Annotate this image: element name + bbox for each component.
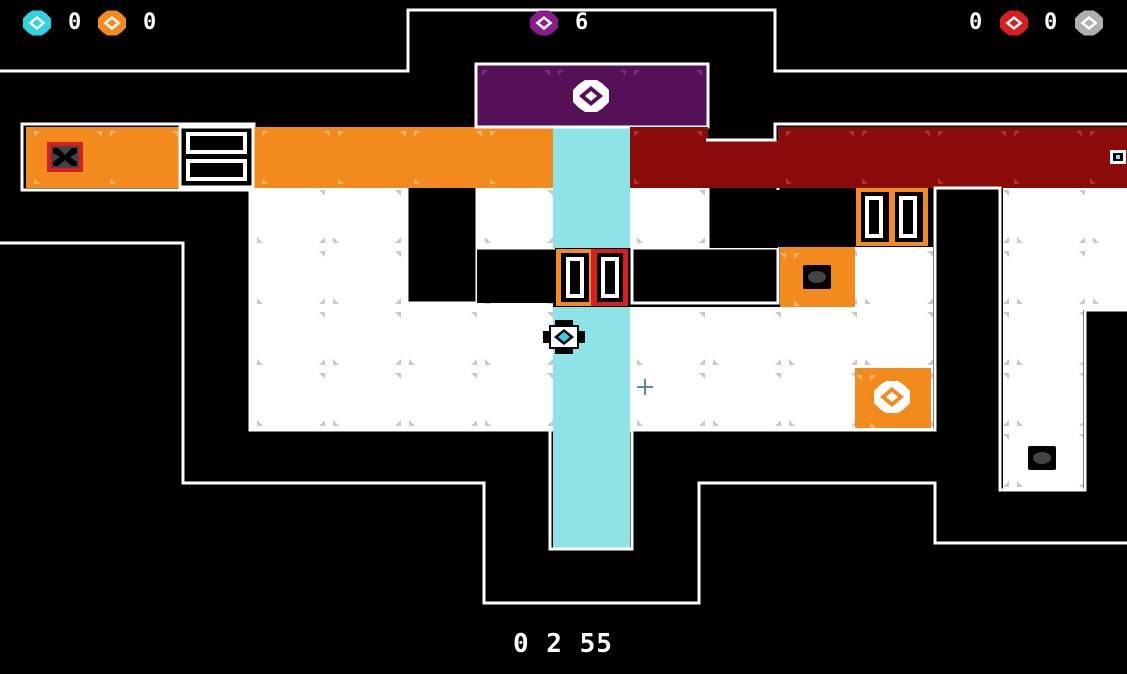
orange-zone bbox=[254, 127, 554, 188]
red-zone bbox=[630, 127, 708, 188]
cyan-zone bbox=[553, 127, 630, 248]
wall-block bbox=[477, 248, 555, 303]
robot-icon[interactable] bbox=[543, 320, 585, 354]
red-gem-icon bbox=[1000, 10, 1028, 36]
double-door-icon[interactable] bbox=[178, 125, 255, 189]
wall-block bbox=[405, 171, 479, 305]
orange-gem-icon bbox=[98, 10, 126, 36]
cyan-count: 0 bbox=[68, 10, 83, 35]
floor-area bbox=[250, 186, 1127, 489]
checkpoint-icon bbox=[1110, 150, 1126, 164]
timer: 0 2 55 bbox=[513, 629, 613, 659]
double-door-icon[interactable] bbox=[556, 249, 628, 306]
wall-block bbox=[778, 190, 854, 247]
red-zone bbox=[778, 127, 1127, 188]
red-count: 0 bbox=[969, 10, 984, 35]
ring-gem-icon[interactable] bbox=[874, 381, 910, 413]
pressure-switch-icon[interactable] bbox=[47, 142, 83, 172]
pressure-switch-icon[interactable] bbox=[803, 265, 831, 289]
wall-block bbox=[630, 246, 780, 305]
ring-gem-icon[interactable] bbox=[573, 80, 609, 112]
crosshair-icon bbox=[637, 379, 653, 395]
gray-gem-icon bbox=[1075, 10, 1103, 36]
purple-gem-icon bbox=[530, 10, 558, 36]
pressure-switch-icon[interactable] bbox=[1028, 446, 1056, 470]
gray-count: 0 bbox=[1044, 10, 1059, 35]
double-door-icon[interactable] bbox=[856, 188, 928, 246]
cyan-gem-icon bbox=[23, 10, 51, 36]
orange-count: 0 bbox=[143, 10, 158, 35]
purple-count: 6 bbox=[575, 10, 590, 35]
